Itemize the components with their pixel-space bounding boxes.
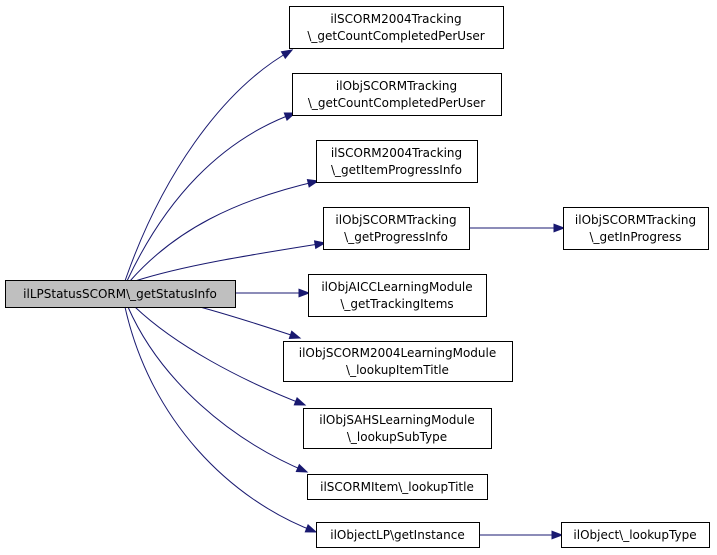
callee-node-ilobjaicclearningmodule-gettrackingitems-box[interactable] (308, 274, 487, 317)
callee-node-ilobjaicclearningmodule-gettrackingitems-label-line: \_getTrackingItems (340, 297, 453, 311)
callee-node-ilobjectlp-getinstance-label-line: ilObjectLP\getInstance (330, 528, 464, 542)
callee-node-ilscorm2004tracking-getcountcompletedperuser-label-line: \_getCountCompletedPerUser (307, 29, 484, 43)
edge-root-to-callee-9 (124, 306, 317, 533)
callee-node-ilobjsahslearningmodule-lookupsubtype-label-line: ilObjSAHSLearningModule (319, 413, 474, 427)
edge-root-to-callee-6 (199, 306, 301, 339)
callee-node-ilobjscorm2004learningmodule-lookupitemtitle-label-line: ilObjSCORM2004LearningModule (299, 346, 496, 360)
edge-root-to-callee-7 (134, 306, 306, 406)
callee-node-ilobjectlp-getinstance[interactable]: ilObjectLP\getInstance (316, 522, 480, 548)
edge-root-to-callee-3 (134, 242, 326, 282)
callee-node-ilscorm2004tracking-getitemprogressinfo-label-line: \_getItemProgressInfo (331, 163, 462, 177)
callee-node-ilobjscormtracking-getcountcompletedperuser-label-line: \_getCountCompletedPerUser (308, 96, 485, 110)
root-node-illpstatusscorm-getstatusinfo-label-line: ilLPStatusSCORM\_getStatusInfo (23, 287, 217, 301)
callee-node-ilobjsahslearningmodule-lookupsubtype-box[interactable] (303, 408, 492, 449)
callee-node-ilscormitem-lookuptitle-box[interactable] (307, 474, 488, 500)
callee-node-ilobjsahslearningmodule-lookupsubtype[interactable]: ilObjSAHSLearningModule \_lookupSubType (303, 408, 492, 449)
callee-node-ilobjscormtracking-getinprogress-label-line: \_getInProgress (589, 230, 681, 244)
arrowhead-icon (293, 396, 307, 406)
root-node-illpstatusscorm-getstatusinfo-box[interactable] (5, 280, 236, 308)
arrowhead-icon (306, 178, 320, 188)
callee-node-ilobjscorm2004learningmodule-lookupitemtitle[interactable]: ilObjSCORM2004LearningModule \_lookupItem… (283, 341, 513, 382)
callee-node-ilobjscormtracking-getinprogress[interactable]: ilObjSCORMTracking \_getInProgress (563, 207, 709, 250)
callee-node-ilobjscormtracking-getprogressinfo-label-line: \_getProgressInfo (344, 230, 448, 244)
callee-node-ilobjscormtracking-getprogressinfo-box[interactable] (323, 207, 470, 250)
arrowhead-icon (553, 223, 566, 233)
arrowhead-icon (304, 523, 318, 533)
callee-node-ilobjscormtracking-getcountcompletedperuser[interactable]: ilObjSCORMTracking \_getCountCompletedPer… (292, 73, 502, 116)
callee-node-ilobjscormtracking-getprogressinfo[interactable]: ilObjSCORMTracking \_getProgressInfo (323, 207, 470, 250)
arrowhead-icon (313, 240, 327, 250)
callee-node-ilobjscormtracking-getprogressinfo-label-line: ilObjSCORMTracking (335, 213, 456, 227)
arrowhead-icon (295, 463, 309, 473)
callee-node-ilobjaicclearningmodule-gettrackingitems[interactable]: ilObjAICCLearningModule \_getTrackingItem… (308, 274, 487, 317)
callee-node-ilscorm2004tracking-getitemprogressinfo-label-line: ilSCORM2004Tracking (331, 146, 462, 160)
callee-node-ilobjscorm2004learningmodule-lookupitemtitle-box[interactable] (283, 341, 513, 382)
callee-node-ilobjscormtracking-getcountcompletedperuser-label-line: ilObjSCORMTracking (336, 79, 457, 93)
edge-root-to-callee-8 (127, 306, 308, 473)
callee-node-ilscorm2004tracking-getitemprogressinfo-box[interactable] (316, 140, 478, 183)
edge-root-to-callee-0 (124, 49, 293, 282)
callee-node-ilobjectlp-getinstance-box[interactable] (316, 522, 480, 548)
callee-node-ilobjscormtracking-getinprogress-box[interactable] (563, 207, 709, 250)
arrowhead-icon (551, 530, 564, 540)
callee-node-ilscorm2004tracking-getcountcompletedperuser-label-line: ilSCORM2004Tracking (330, 12, 461, 26)
callee-node-ilobject-lookuptype[interactable]: ilObject\_lookupType (561, 522, 710, 548)
edge-root-to-callee-1 (126, 112, 296, 282)
arrowhead-icon (288, 330, 302, 339)
callee-node-ilobjscormtracking-getinprogress-label-line: ilObjSCORMTracking (575, 213, 696, 227)
arrowhead-icon (298, 288, 311, 298)
callee-node-ilscormitem-lookuptitle-label-line: ilSCORMItem\_lookupTitle (320, 480, 474, 494)
root-node-illpstatusscorm-getstatusinfo[interactable]: ilLPStatusSCORM\_getStatusInfo (5, 280, 236, 308)
callee-node-ilscorm2004tracking-getcountcompletedperuser-box[interactable] (289, 6, 504, 49)
callee-node-ilobject-lookuptype-box[interactable] (561, 522, 710, 548)
callee-node-ilscormitem-lookuptitle[interactable]: ilSCORMItem\_lookupTitle (307, 474, 488, 500)
callee-node-ilobjscorm2004learningmodule-lookupitemtitle-label-line: \_lookupItemTitle (346, 363, 449, 377)
callee-node-ilobjaicclearningmodule-gettrackingitems-label-line: ilObjAICCLearningModule (321, 280, 472, 294)
callee-node-ilscorm2004tracking-getitemprogressinfo[interactable]: ilSCORM2004Tracking \_getItemProgressInfo (316, 140, 478, 183)
callee-node-ilscorm2004tracking-getcountcompletedperuser[interactable]: ilSCORM2004Tracking \_getCountCompletedPe… (289, 6, 504, 49)
arrowhead-icon (280, 49, 294, 60)
callee-node-ilobjsahslearningmodule-lookupsubtype-label-line: \_lookupSubType (347, 430, 447, 444)
callee-node-ilobject-lookuptype-label-line: ilObject\_lookupType (573, 528, 696, 542)
callee-node-ilobjscormtracking-getcountcompletedperuser-box[interactable] (292, 73, 502, 116)
call-graph-nodes: ilLPStatusSCORM\_getStatusInfo ilSCORM200… (5, 6, 710, 548)
edge-root-to-callee-2 (129, 180, 319, 282)
